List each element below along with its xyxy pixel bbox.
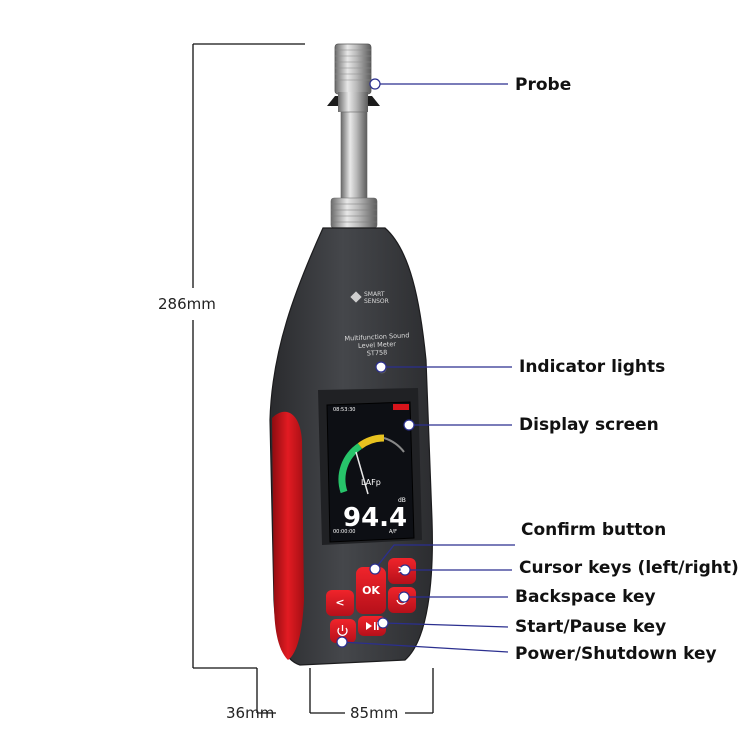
width-dimension-line bbox=[310, 668, 434, 714]
callout-startpause: Start/Pause key bbox=[515, 617, 667, 637]
callout-cursor: Cursor keys (left/right) bbox=[519, 558, 739, 578]
callout-confirm: Confirm button bbox=[521, 520, 667, 540]
brand-name-line1: SMART bbox=[364, 291, 385, 298]
screen-time: 08:53:30 bbox=[333, 407, 356, 413]
callout-power: Power/Shutdown key bbox=[515, 644, 717, 664]
power-icon bbox=[337, 625, 348, 636]
callout-probe: Probe bbox=[515, 75, 572, 95]
ok-key-label: OK bbox=[362, 584, 380, 597]
startpause-leader-line bbox=[382, 622, 509, 628]
startpause-marker bbox=[377, 617, 389, 629]
width-dimension-label: 85mm bbox=[350, 704, 399, 722]
callout-display: Display screen bbox=[519, 415, 659, 435]
height-dimension-label: 286mm bbox=[158, 295, 216, 313]
left-key-label: < bbox=[335, 596, 345, 609]
play-pause-icon bbox=[366, 622, 379, 630]
depth-dimension-label: 36mm bbox=[226, 704, 275, 722]
screen-weighting: LAFp bbox=[361, 478, 381, 487]
indicator-marker bbox=[375, 361, 387, 373]
gauge-green-arc bbox=[338, 443, 363, 494]
gauge-yellow-arc bbox=[357, 434, 385, 449]
height-dimension-line bbox=[192, 43, 305, 669]
callout-backspace: Backspace key bbox=[515, 587, 656, 607]
screen-reading: 94.4 bbox=[343, 503, 408, 533]
probe bbox=[327, 43, 380, 229]
display-marker bbox=[403, 419, 415, 431]
left-key[interactable] bbox=[326, 590, 354, 616]
screen-status-right: A/F bbox=[389, 529, 397, 535]
red-side-grip bbox=[272, 411, 304, 660]
display-screen bbox=[326, 401, 415, 543]
gauge-needle bbox=[355, 451, 369, 495]
keypad bbox=[326, 558, 416, 643]
callout-indicator: Indicator lights bbox=[519, 357, 666, 377]
probe-marker bbox=[369, 78, 381, 90]
screen-unit: dB bbox=[398, 497, 406, 504]
power-marker bbox=[336, 636, 348, 648]
brand-name-line2: SENSOR bbox=[364, 298, 389, 305]
cursor-marker bbox=[399, 564, 411, 576]
right-key-label: > bbox=[397, 563, 407, 576]
depth-dimension-line bbox=[256, 668, 311, 714]
confirm-marker bbox=[369, 563, 381, 575]
confirm-leader-line bbox=[374, 544, 515, 570]
ok-key[interactable] bbox=[356, 567, 386, 614]
backspace-marker bbox=[398, 591, 410, 603]
screen-status-left: 00:00:00 bbox=[333, 529, 356, 535]
power-leader-line bbox=[341, 641, 509, 653]
